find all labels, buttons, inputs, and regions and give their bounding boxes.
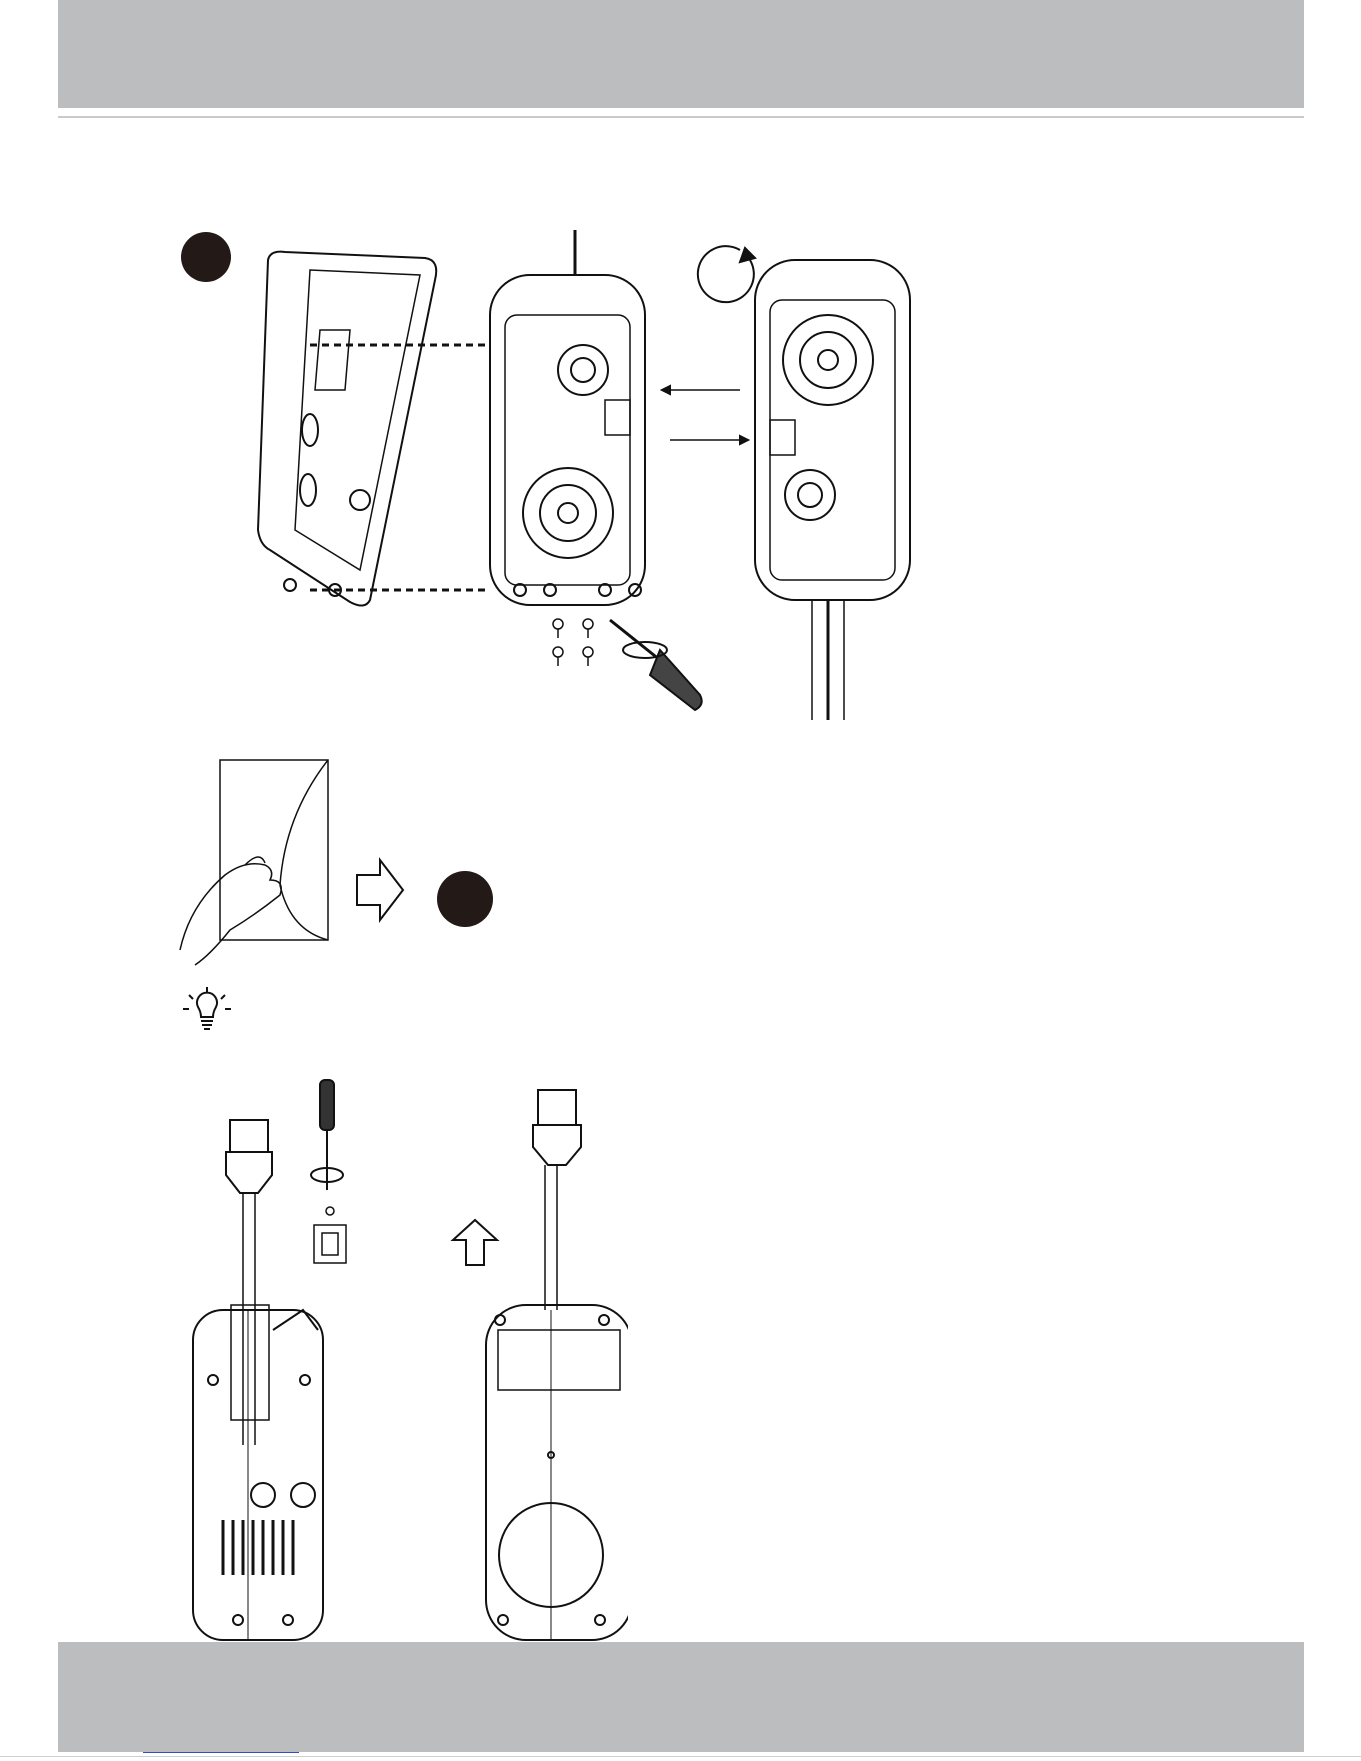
figure-cover-removal	[250, 230, 950, 730]
hand-peeling-film-icon	[180, 760, 328, 965]
header-divider	[58, 116, 1304, 118]
figure-cable-gland	[188, 1075, 628, 1645]
footer-link-underline	[143, 1752, 299, 1753]
rotate-icon	[698, 246, 755, 302]
camera-body-front-icon	[490, 230, 645, 605]
camera-back-with-cable-icon	[193, 1120, 323, 1640]
figure-peel-film	[175, 755, 425, 970]
footer-divider	[0, 1756, 1361, 1757]
back-cover-icon	[258, 252, 436, 606]
camera-front-with-cable-icon	[486, 1090, 628, 1640]
up-arrow-icon	[453, 1220, 497, 1265]
header-band	[58, 0, 1304, 108]
figure-tip	[180, 985, 235, 1045]
camera-body-rotated-icon	[755, 260, 910, 720]
step-marker-1	[181, 232, 231, 282]
lightbulb-icon	[183, 987, 231, 1029]
cable-clamp-icon	[314, 1207, 346, 1263]
screws-icon	[553, 619, 593, 666]
screwdriver-icon	[610, 620, 702, 710]
step-marker-2	[437, 871, 493, 927]
footer-band	[58, 1642, 1304, 1752]
next-arrow-icon	[357, 860, 403, 920]
screwdriver-icon	[311, 1080, 343, 1190]
